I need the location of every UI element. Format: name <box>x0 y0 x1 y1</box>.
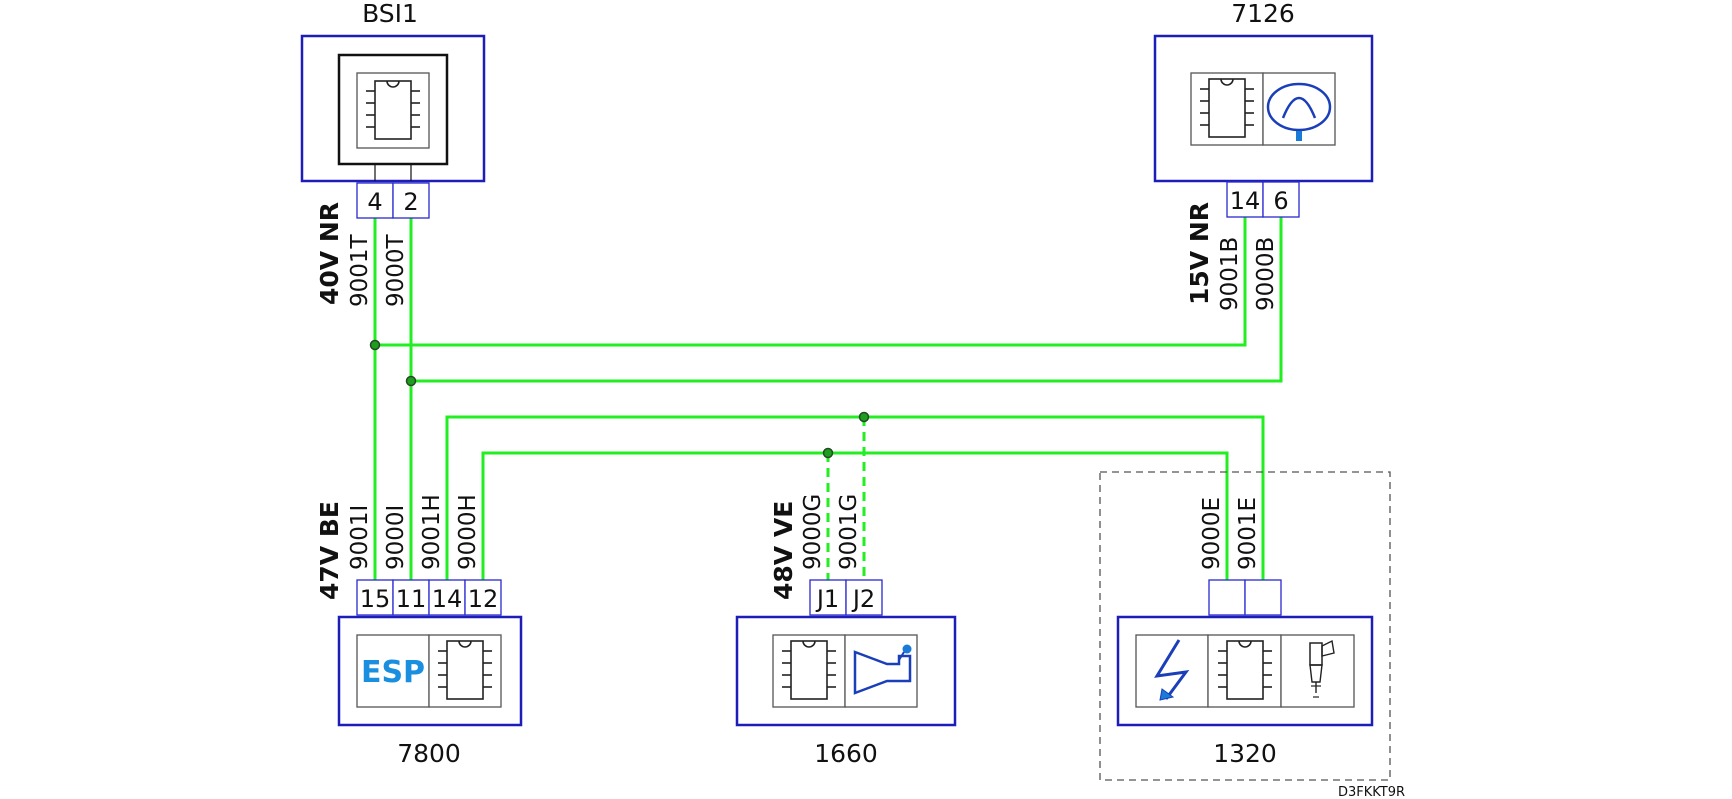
component-7800[interactable]: 15 11 14 12 ESP 7800 <box>337 579 523 768</box>
component-label: 7800 <box>397 739 461 768</box>
pin-label: 15 <box>360 585 391 613</box>
esp-icon: ESP <box>361 655 425 690</box>
labels: 40V NR 9001T 9000T 15V NR 9001B 9000B 47… <box>315 202 1279 600</box>
wire-label: 9001E <box>1235 497 1261 570</box>
wire-label: 9000E <box>1199 497 1225 570</box>
splice-node <box>369 339 381 351</box>
component-label: 7126 <box>1231 0 1295 28</box>
pin-label: 14 <box>432 585 463 613</box>
component-label: 1320 <box>1213 739 1277 768</box>
component-1320[interactable]: 1320 <box>1099 471 1391 781</box>
wire-9000B <box>411 217 1283 383</box>
pin-label: 2 <box>403 188 418 216</box>
wire-9000H <box>481 451 1229 590</box>
component-bsi1[interactable]: BSI1 4 2 <box>300 0 486 219</box>
pin-label: 6 <box>1273 187 1288 215</box>
wire-label: 9000B <box>1253 237 1279 311</box>
splice-node <box>858 411 870 423</box>
pin-label: J1 <box>815 585 839 613</box>
splice-node <box>822 447 834 459</box>
component-7126[interactable]: 7126 14 6 <box>1153 0 1374 218</box>
wire-label: 9000G <box>800 494 826 570</box>
pin-label: 11 <box>396 585 427 613</box>
reference-code: D3FKKT9R <box>1338 785 1405 799</box>
sensor-icon <box>853 644 912 695</box>
pin-label: J2 <box>851 585 875 613</box>
component-1660[interactable]: J1 J2 1660 <box>735 579 957 768</box>
wire-label: 9001B <box>1217 237 1243 311</box>
wire-label: 9001I <box>347 505 373 570</box>
wires <box>369 217 1283 590</box>
wire-label: 9001T <box>347 233 373 307</box>
dashed-frame <box>1099 471 1391 781</box>
component-label: 1660 <box>814 739 878 768</box>
connector-label: 40V NR <box>315 202 344 305</box>
wire-label: 9001G <box>836 494 862 570</box>
connector-label: 48V VE <box>769 501 798 600</box>
wire-label: 9000I <box>383 505 409 570</box>
pin-label: 14 <box>1230 187 1261 215</box>
lightning-icon <box>1154 639 1190 701</box>
wire-9001B <box>375 217 1247 347</box>
connector-label: 15V NR <box>1185 202 1214 305</box>
pin-label: 12 <box>468 585 499 613</box>
component-label: BSI1 <box>362 0 418 28</box>
wire-9001H <box>445 415 1265 590</box>
pin-label: 4 <box>367 188 382 216</box>
wire-label: 9000T <box>383 233 409 307</box>
connector-label: 47V BE <box>315 501 344 600</box>
injector-icon <box>1309 639 1335 698</box>
wire-label: 9001H <box>419 494 445 570</box>
splice-node <box>405 375 417 387</box>
gauge-icon <box>1266 82 1332 141</box>
wire-label: 9000H <box>455 494 481 570</box>
